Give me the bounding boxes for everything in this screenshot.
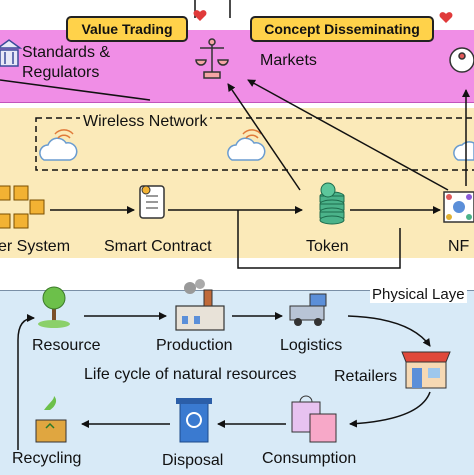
- nft-icon: [443, 191, 474, 223]
- heart-icon: [193, 10, 453, 23]
- token-icon: [319, 182, 345, 225]
- ledger-system-label: er System: [0, 238, 71, 255]
- recycling-label: Recycling: [12, 450, 82, 467]
- logistics-label: Logistics: [280, 337, 343, 354]
- disposal-label: Disposal: [162, 452, 224, 469]
- physical-layer-band: [0, 290, 474, 475]
- concept-disseminating-tag: Concept Disseminating: [250, 16, 434, 42]
- regulators-label: Regulators: [22, 64, 100, 81]
- retailers-label: Retailers: [334, 368, 398, 385]
- store-icon: [401, 351, 451, 389]
- truck-icon: [289, 293, 327, 326]
- nft-label: NF: [448, 238, 470, 255]
- recycling-icon: [35, 396, 67, 443]
- network-layer-band: [0, 108, 474, 258]
- cloud-icon: [453, 141, 474, 161]
- bank-icon: [0, 39, 23, 67]
- cloud-icon: [39, 137, 78, 161]
- value-trading-label: Value Trading: [81, 21, 173, 37]
- value-trading-tag: Value Trading: [66, 16, 188, 42]
- factory-icon: [175, 279, 225, 331]
- wifi-icon: [54, 129, 262, 139]
- wireless-network-box: [35, 117, 474, 171]
- wireless-network-label: Wireless Network: [80, 113, 211, 131]
- smart-contract-icon: [139, 185, 165, 219]
- tree-icon: [38, 286, 70, 328]
- shopping-bags-icon: [291, 395, 337, 443]
- scale-icon: [195, 38, 229, 79]
- standards-label: Standards &: [22, 44, 111, 61]
- cloud-icon: [227, 137, 266, 161]
- consumption-label: Consumption: [262, 450, 357, 467]
- network-icon: [449, 47, 474, 73]
- concept-disseminating-label: Concept Disseminating: [264, 21, 420, 37]
- production-label: Production: [156, 337, 233, 354]
- recycle-bin-icon: [176, 398, 212, 443]
- resource-label: Resource: [32, 337, 101, 354]
- markets-label: Markets: [260, 52, 317, 69]
- lifecycle-caption: Life cycle of natural resources: [84, 366, 297, 383]
- token-label: Token: [306, 238, 349, 255]
- blockchain-icon: [0, 185, 45, 229]
- smart-contract-label: Smart Contract: [104, 238, 212, 255]
- physical-layer-title: Physical Laye: [370, 286, 467, 303]
